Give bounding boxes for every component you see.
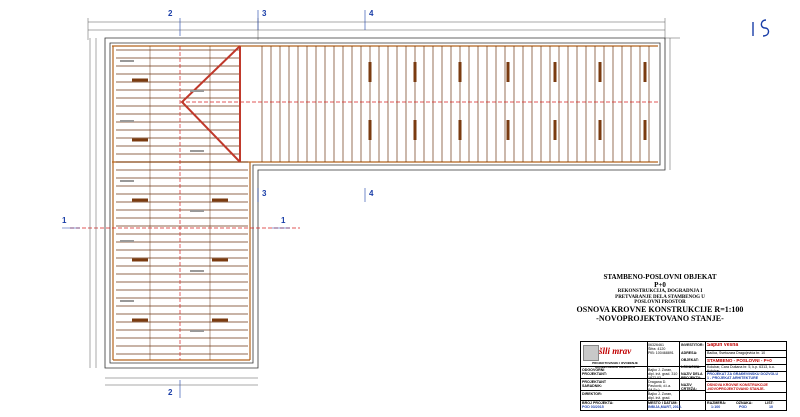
stamp-broj-value: PGD 03/2015	[582, 405, 604, 409]
valley-rafters	[180, 45, 241, 163]
stamp-objekat-value: STAMBENO - POSLOVNI - P+0	[707, 358, 772, 363]
stamp-oznaka-value: PGD	[739, 405, 747, 409]
drawing-title-block: STAMBENO-POSLOVNI OBJEKAT P+0 REKONSTRUK…	[535, 273, 785, 323]
section-mark-4-top: 4	[369, 9, 374, 18]
stamp-razmera-label: RAZMERA:	[707, 401, 727, 405]
stamp-investitor-label: INVESTITOR:	[681, 343, 704, 347]
logo-text: šlli mrav	[599, 346, 632, 356]
post	[506, 62, 510, 82]
annotation-tag	[120, 120, 134, 122]
section-mark-3-mid: 3	[262, 189, 267, 198]
section-mark-1-left: 1	[62, 216, 67, 225]
section-mark-2-top: 2	[168, 9, 173, 18]
post	[212, 318, 228, 322]
post	[643, 120, 647, 140]
annotation-tag	[190, 90, 204, 92]
stamp-adresa-label: ADRESA:	[681, 351, 698, 355]
post	[132, 198, 148, 202]
top-dimension-lines	[87, 18, 666, 40]
stamp-direktor-label: DIREKTOR:	[582, 392, 602, 396]
section-mark-3-top: 3	[262, 9, 267, 18]
building-name: STAMBENO-POSLOVNI OBJEKAT	[603, 273, 717, 281]
rafters-left-wing	[116, 46, 248, 360]
bottom-dimension-lines	[89, 37, 680, 386]
stamp-odgovorni-value: Bajko J. Zoran, dipl. inž. grad. 310 187…	[648, 368, 678, 381]
post	[598, 120, 602, 140]
post	[506, 120, 510, 140]
annotation-tag	[190, 330, 204, 332]
stamp-mesto-label: MESTO I DATUM:	[648, 401, 678, 405]
section-mark-2-bottom: 2	[168, 388, 173, 397]
post	[368, 62, 372, 82]
stamp-broj-label: BROJ PROJEKTA:	[582, 401, 614, 405]
annotation-marks	[120, 60, 204, 332]
work-type-line1: REKONSTRUKCIJA, DOGRADNJA I	[617, 289, 703, 295]
post	[458, 62, 462, 82]
stamp-objekat-label: OBJEKAT:	[681, 358, 699, 362]
stamp-investitor-value: Šapun Vesna	[707, 343, 739, 348]
title-stamp: šlli mrav PROJEKTOVANJE I IZVOĐENJE GRAĐ…	[580, 341, 787, 411]
drawing-subtitle: -NOVOPROJEKTOVANO STANJE-	[596, 313, 724, 323]
annotation-tag	[120, 240, 134, 242]
rafters-right-wing	[261, 46, 650, 162]
stamp-projektant-value: Dragana D. Pavlović, d.i.a. (M.Sc.)	[648, 380, 672, 393]
post	[212, 198, 228, 202]
stamp-projektant-label: PROJEKTANT SARADNIK:	[582, 380, 607, 389]
post	[553, 120, 557, 140]
stamp-direktor-value: Bajko J. Zoran, dipl. inž. grad.	[648, 392, 673, 401]
logo-icon	[583, 345, 599, 361]
company-logo: šlli mrav PROJEKTOVANJE I IZVOĐENJE GRAĐ…	[583, 345, 645, 369]
stamp-list-label: LIST:	[765, 401, 774, 405]
post	[368, 120, 372, 140]
stamp-odgovorni-label: ODGOVORNI PROJEKTANT:	[582, 368, 607, 377]
post	[413, 62, 417, 82]
work-type-line2: PRETVARANJE DELA STAMBENOG U	[615, 294, 705, 300]
north-arrow	[752, 19, 770, 37]
building-floors: P+0	[654, 280, 666, 289]
annotation-tag	[190, 210, 204, 212]
post	[132, 258, 148, 262]
stamp-list-value: 10	[769, 405, 773, 409]
stamp-lokacija-label: LOKACIJA:	[681, 365, 701, 369]
stamp-crtez-value: OSNOVA KROVNE KONSTRUKCIJE-NOVOPROJEKTOV…	[707, 383, 768, 392]
stamp-lokacija-value: Kolubar, Cara Dušana br. 5, k.p. 6313, k…	[707, 365, 775, 374]
post	[643, 62, 647, 82]
stamp-adresa-value: Bačka, Svetozara Dragojevića br. 10	[707, 351, 766, 355]
posts	[132, 62, 647, 322]
section-mark-1-right: 1	[281, 216, 286, 225]
logo-subtitle: PROJEKTOVANJE I IZVOĐENJE GRAĐEVINSKIH O…	[592, 361, 638, 369]
post	[598, 62, 602, 82]
section-symbols	[62, 10, 366, 398]
stamp-mesto-value: INĐIJA,MART, 2015.	[648, 405, 682, 409]
post	[413, 120, 417, 140]
post	[212, 258, 228, 262]
post	[132, 138, 148, 142]
stamp-razmera-value: 1:100	[711, 405, 721, 409]
annotation-tag	[120, 300, 134, 302]
annotation-tag	[120, 180, 134, 182]
stamp-oznaka-label: OZNAKA:	[736, 401, 753, 405]
stamp-crtez-label: NAZIV CRTEŽA:	[681, 383, 697, 392]
annotation-tag	[120, 60, 134, 62]
post	[132, 318, 148, 322]
drawing-title: OSNOVA KROVNE KONSTRUKCIJE R=1:100	[576, 304, 744, 314]
annotation-tag	[190, 270, 204, 272]
annotation-tag	[190, 150, 204, 152]
work-type-line3: POSLOVNI PROSTOR	[634, 300, 686, 306]
stamp-vrsta-label: NAZIV DELA PROJEKTA:	[681, 372, 703, 381]
axis-lines	[70, 46, 658, 360]
post	[132, 78, 148, 82]
section-mark-4-mid: 4	[369, 189, 374, 198]
post	[553, 62, 557, 82]
post	[458, 120, 462, 140]
